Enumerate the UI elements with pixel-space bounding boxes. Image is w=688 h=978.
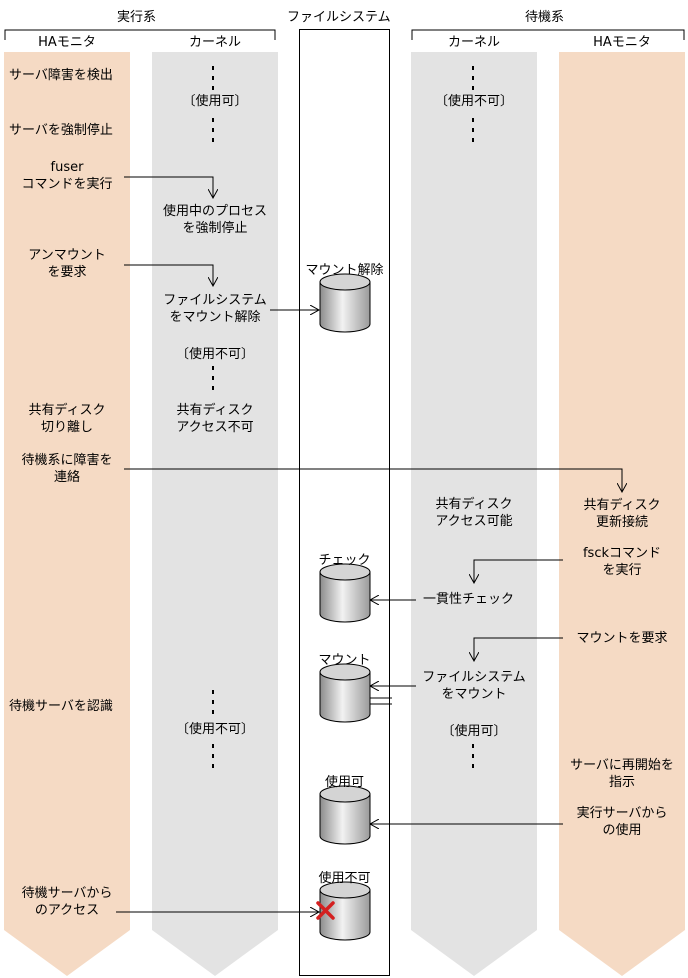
standby-kernel-mount-fs: ファイルシステム をマウント xyxy=(422,670,526,702)
standby-ha-lane xyxy=(559,52,685,976)
kernel-unmount-fs: ファイルシステム をマウント解除 xyxy=(163,293,267,325)
access-denied-icon xyxy=(316,901,335,920)
standby-kernel-usable: 〔使用可〕 xyxy=(441,724,507,739)
kernel-state-unusable-2: 〔使用不可〕 xyxy=(175,722,254,737)
step-force-stop-server: サーバを強制停止 xyxy=(9,123,113,138)
header-active-system: 実行系 xyxy=(117,10,157,25)
arrow-notify-standby xyxy=(124,468,622,492)
standby-kernel-lane xyxy=(411,52,537,976)
arrow-unmount-request xyxy=(124,264,213,286)
standby-ha-restart: サーバに再開始を 指示 xyxy=(570,758,674,790)
kernel-state-unusable: 〔使用不可〕 xyxy=(175,347,254,362)
standby-ha-reconnect: 共有ディスク 更新接続 xyxy=(583,498,661,530)
standby-ha-fsck-command: fsckコマンド を実行 xyxy=(582,546,662,578)
active-system-bracket xyxy=(4,29,276,40)
kernel-state-usable: 〔使用可〕 xyxy=(182,94,248,109)
standby-kernel-unusable: 〔使用不可〕 xyxy=(434,94,513,109)
step-request-unmount: アンマウント を要求 xyxy=(28,248,106,280)
arrow-mount-request xyxy=(474,637,563,661)
standby-ha-mount-request: マウントを要求 xyxy=(576,631,668,646)
kernel-kill-processes: 使用中のプロセス を強制停止 xyxy=(162,204,267,236)
fs-state-unusable: 使用不可 xyxy=(318,871,371,886)
active-kernel-lane xyxy=(152,52,278,976)
lane-title-standby-ha: HAモニタ xyxy=(593,35,651,50)
standby-kernel-fsck: 一貫性チェック xyxy=(423,592,515,607)
fs-state-unmounted: マウント解除 xyxy=(305,263,384,278)
arrow-fsck-command xyxy=(474,559,563,583)
kernel-no-disk-access: 共有ディスク アクセス不可 xyxy=(176,403,254,435)
mount-tick-lines xyxy=(370,697,392,705)
standby-system-bracket xyxy=(411,29,685,40)
step-recognize-standby: 待機サーバを認識 xyxy=(9,699,113,714)
active-ha-lane xyxy=(4,52,130,976)
disk-usable-icon xyxy=(319,785,371,845)
disk-mount-icon xyxy=(319,663,371,723)
disk-unmounted-icon xyxy=(319,273,371,333)
lane-title-standby-kernel: カーネル xyxy=(447,35,500,50)
ellipsis-marks xyxy=(212,66,474,768)
step-notify-standby: 待機系に障害を 連絡 xyxy=(21,453,113,485)
lane-title-active-ha: HAモニタ xyxy=(38,35,96,50)
step-standby-access: 待機サーバから のアクセス xyxy=(21,886,113,918)
disk-check-icon xyxy=(319,563,371,623)
fs-state-usable: 使用可 xyxy=(324,775,364,790)
fs-state-mount: マウント xyxy=(318,653,371,668)
step-disk-detach: 共有ディスク 切り離し xyxy=(28,403,106,435)
fs-state-check: チェック xyxy=(318,553,371,568)
step-run-fuser: fuser コマンドを実行 xyxy=(21,160,113,192)
step-detect-failure: サーバ障害を検出 xyxy=(9,68,113,83)
lane-title-active-kernel: カーネル xyxy=(188,35,241,50)
arrow-fuser-to-kill xyxy=(124,176,213,198)
header-standby-system: 待機系 xyxy=(525,10,565,25)
standby-ha-use: 実行サーバから の使用 xyxy=(576,806,668,838)
standby-kernel-disk-accessible: 共有ディスク アクセス可能 xyxy=(435,497,513,529)
header-file-system: ファイルシステム xyxy=(287,10,391,25)
